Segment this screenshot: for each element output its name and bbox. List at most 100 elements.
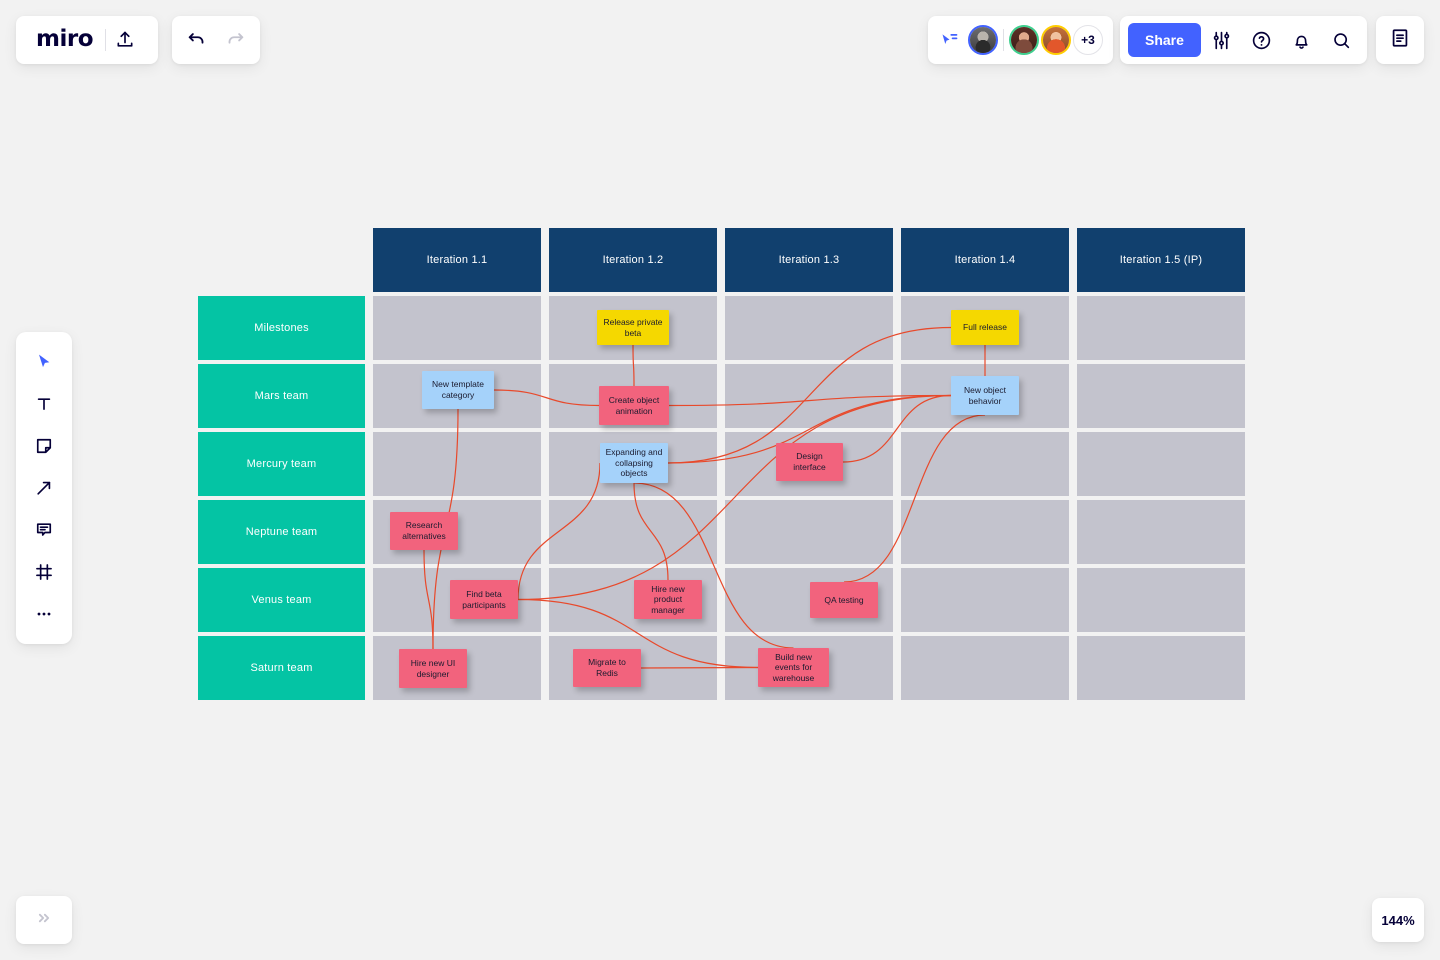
column-header-2[interactable]: Iteration 1.2 [549, 228, 717, 292]
sliders-icon[interactable] [1203, 21, 1241, 59]
sticky-note-text: QA testing [824, 594, 864, 605]
grid-cell[interactable] [725, 500, 893, 564]
sticky-note-text: Build new events for warehouse [772, 651, 815, 683]
grid-gap [717, 636, 725, 700]
sticky-note[interactable]: Design interface [776, 443, 843, 481]
sticky-note[interactable]: Migrate to Redis [573, 649, 641, 687]
grid-cell[interactable] [549, 500, 717, 564]
history-panel [172, 16, 260, 64]
sticky-note[interactable]: New template category [422, 371, 494, 409]
row-header-3[interactable]: Mercury team [198, 432, 365, 496]
logo-panel: miro [16, 16, 158, 64]
row-header-5[interactable]: Venus team [198, 568, 365, 632]
grid-gap [717, 296, 725, 360]
grid-cell[interactable] [901, 500, 1069, 564]
sticky-note[interactable]: Create object animation [599, 386, 669, 425]
grid-gap [365, 296, 373, 360]
frame-icon[interactable] [24, 552, 64, 592]
miro-logo[interactable]: miro [36, 25, 94, 52]
grid-gap [1069, 500, 1077, 564]
grid-cell[interactable] [901, 636, 1069, 700]
arrow-icon[interactable] [24, 468, 64, 508]
collaborators-panel: +3 [928, 16, 1113, 64]
tools-panel [16, 332, 72, 644]
cursor-icon[interactable] [24, 342, 64, 382]
row-header-2[interactable]: Mars team [198, 364, 365, 428]
grid-cell[interactable] [725, 296, 893, 360]
cursor-share-icon[interactable] [936, 27, 962, 53]
avatar-image [1043, 27, 1069, 53]
bell-icon[interactable] [1283, 21, 1321, 59]
search-icon[interactable] [1323, 21, 1361, 59]
grid-cell[interactable] [373, 296, 541, 360]
upload-icon[interactable] [106, 21, 144, 59]
grid-gap [893, 296, 901, 360]
grid-gap [893, 228, 901, 292]
grid-cell[interactable] [901, 568, 1069, 632]
grid-gap [541, 636, 549, 700]
avatar[interactable] [1041, 25, 1071, 55]
sticky-note-text: Create object animation [608, 394, 660, 416]
undo-icon[interactable] [178, 21, 216, 59]
notes-panel[interactable] [1376, 16, 1424, 64]
question-circle-icon[interactable] [1243, 21, 1281, 59]
divider [105, 29, 106, 51]
sticky-note[interactable]: Expanding and collapsing objects [600, 443, 668, 483]
grid-cell[interactable] [1077, 636, 1245, 700]
column-header-3[interactable]: Iteration 1.3 [725, 228, 893, 292]
sticky-note[interactable]: Build new events for warehouse [758, 648, 829, 687]
column-header-5[interactable]: Iteration 1.5 (IP) [1077, 228, 1245, 292]
grid-gap [1069, 296, 1077, 360]
sticky-note[interactable]: Hire new product manager [634, 580, 702, 619]
zoom-level-control[interactable]: 144% [1372, 898, 1424, 942]
grid-cell[interactable] [1077, 432, 1245, 496]
collapse-panel-button[interactable] [16, 896, 72, 944]
sticky-note[interactable]: Hire new UI designer [399, 649, 467, 688]
grid-cell[interactable] [725, 364, 893, 428]
column-header-1[interactable]: Iteration 1.1 [373, 228, 541, 292]
grid-cell[interactable] [901, 432, 1069, 496]
zoom-level-label: 144% [1381, 912, 1415, 928]
redo-icon[interactable] [216, 21, 254, 59]
sticky-note-icon[interactable] [24, 426, 64, 466]
grid-cell[interactable] [373, 432, 541, 496]
grid-gap [365, 636, 373, 700]
avatar-image [970, 27, 996, 53]
grid-gap [893, 364, 901, 428]
avatar-overflow-count[interactable]: +3 [1073, 25, 1103, 55]
sticky-note[interactable]: Research alternatives [390, 512, 458, 550]
comment-icon[interactable] [24, 510, 64, 550]
sticky-note-text: New object behavior [963, 384, 1007, 406]
row-header-6[interactable]: Saturn team [198, 636, 365, 700]
document-notes-icon[interactable] [1389, 27, 1411, 54]
sticky-note[interactable]: QA testing [810, 582, 878, 618]
grid-gap [541, 500, 549, 564]
avatar[interactable] [1009, 25, 1039, 55]
row-header-4[interactable]: Neptune team [198, 500, 365, 564]
grid-cell[interactable] [1077, 364, 1245, 428]
grid-gap [365, 228, 373, 292]
grid-cell[interactable] [1077, 500, 1245, 564]
grid-gap [541, 228, 549, 292]
sticky-note-text: Expanding and collapsing objects [605, 447, 663, 479]
ellipsis-icon[interactable] [24, 594, 64, 634]
grid-gap [893, 500, 901, 564]
sticky-note[interactable]: Release private beta [597, 310, 669, 345]
share-button[interactable]: Share [1128, 23, 1201, 57]
grid-cell[interactable] [1077, 296, 1245, 360]
row-header-1[interactable]: Milestones [198, 296, 365, 360]
text-icon[interactable] [24, 384, 64, 424]
grid-gap [1069, 364, 1077, 428]
sticky-note[interactable]: Full release [951, 310, 1019, 345]
sticky-note[interactable]: Find beta participants [450, 580, 518, 619]
column-header-4[interactable]: Iteration 1.4 [901, 228, 1069, 292]
grid-gap [541, 364, 549, 428]
sticky-note-text: Full release [963, 322, 1007, 333]
avatar[interactable] [968, 25, 998, 55]
sticky-note[interactable]: New object behavior [951, 376, 1019, 415]
grid-gap [717, 500, 725, 564]
grid-cell[interactable] [1077, 568, 1245, 632]
avatar-image [1011, 27, 1037, 53]
chevron-double-right-icon[interactable] [34, 908, 54, 933]
